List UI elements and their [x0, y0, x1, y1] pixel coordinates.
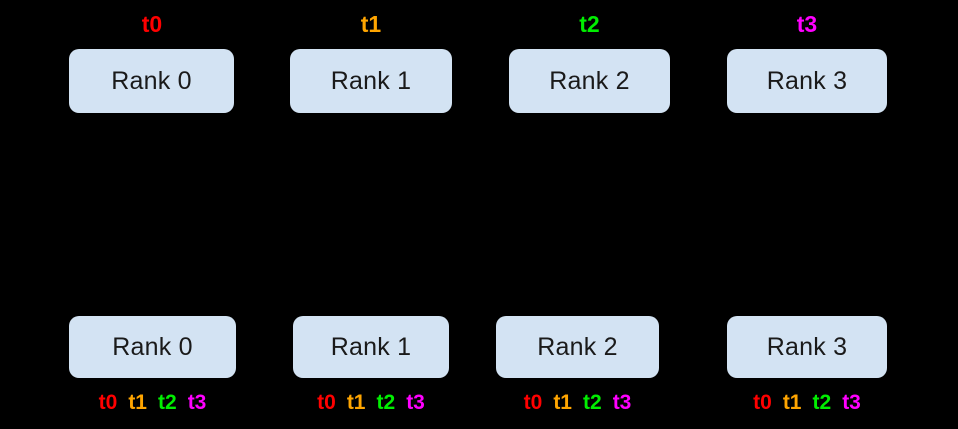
top-timestep-tag-1: t1 — [360, 11, 382, 37]
top-timestep-tag-2: t2 — [579, 11, 600, 37]
top-rank-box-label-3: Rank 3 — [766, 66, 848, 95]
bottom-timestep-tags-1: t0 t1 t2 t3 — [293, 392, 449, 413]
bottom-tag-0-t3: t3 — [187, 391, 207, 414]
bottom-tag-3-t0: t0 — [753, 391, 772, 414]
bottom-timestep-tags-3: t0 t1 t2 t3 — [727, 392, 887, 413]
bottom-tag-3-t1: t1 — [782, 391, 802, 414]
top-rank-box-2[interactable]: Rank 2 — [509, 49, 670, 113]
top-rank-box-label-0: Rank 0 — [111, 66, 192, 95]
bottom-tag-2-t2: t2 — [583, 391, 602, 414]
bottom-timestep-tags-2: t0 t1 t2 t3 — [496, 392, 659, 413]
top-rank-box-label-1: Rank 1 — [330, 66, 412, 95]
bottom-tag-1-t2: t2 — [376, 391, 396, 414]
bottom-tag-0-t1: t1 — [128, 391, 147, 414]
top-rank-box-0[interactable]: Rank 0 — [69, 49, 234, 113]
bottom-tag-3-t3: t3 — [842, 391, 861, 414]
top-rank-box-3[interactable]: Rank 3 — [727, 49, 887, 113]
top-rank-box-label-2: Rank 2 — [549, 66, 630, 95]
bottom-rank-box-0[interactable]: Rank 0 — [69, 316, 236, 378]
bottom-rank-box-1[interactable]: Rank 1 — [293, 316, 449, 378]
bottom-timestep-tags-0: t0 t1 t2 t3 — [69, 392, 236, 413]
bottom-rank-box-label-0: Rank 0 — [112, 332, 193, 361]
top-timestep-tag-3: t3 — [796, 11, 818, 37]
bottom-tag-1-t0: t0 — [317, 391, 336, 414]
top-timestep-tag-0: t0 — [141, 11, 163, 37]
bottom-tag-0-t2: t2 — [158, 391, 177, 414]
bottom-tag-1-t3: t3 — [406, 391, 425, 414]
bottom-rank-box-label-2: Rank 2 — [537, 332, 618, 361]
bottom-rank-box-label-1: Rank 1 — [330, 332, 412, 361]
bottom-tag-2-t0: t0 — [523, 391, 543, 414]
bottom-rank-box-3[interactable]: Rank 3 — [727, 316, 887, 378]
bottom-rank-box-label-3: Rank 3 — [766, 332, 848, 361]
bottom-tag-1-t1: t1 — [346, 391, 366, 414]
bottom-tag-3-t2: t2 — [812, 391, 832, 414]
bottom-tag-2-t1: t1 — [553, 391, 572, 414]
top-rank-box-1[interactable]: Rank 1 — [290, 49, 452, 113]
bottom-rank-box-2[interactable]: Rank 2 — [496, 316, 659, 378]
bottom-tag-0-t0: t0 — [98, 391, 118, 414]
bottom-tag-2-t3: t3 — [612, 391, 632, 414]
